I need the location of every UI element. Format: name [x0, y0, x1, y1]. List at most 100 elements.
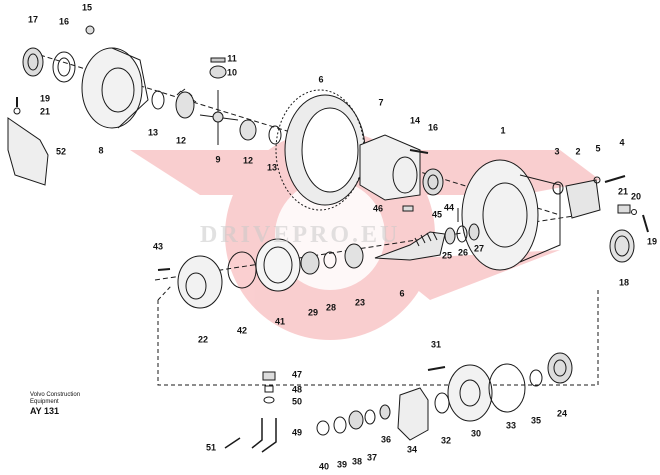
callout-p42: 42 [236, 325, 248, 336]
callout-p36: 36 [380, 434, 392, 445]
callout-p11: 11 [227, 53, 237, 64]
callout-p18: 18 [618, 277, 630, 288]
part-19-bolt [642, 214, 649, 233]
callout-p35: 35 [530, 415, 542, 426]
part-33-o-ring [488, 363, 526, 413]
part-15-plug [85, 25, 95, 35]
part-27-bearing [468, 223, 480, 241]
callout-p44: 44 [443, 202, 455, 213]
callout-p2: 2 [575, 146, 581, 157]
part-38-seal [348, 410, 364, 430]
callout-p30: 30 [470, 428, 482, 439]
callout-p21a: 21 [39, 106, 51, 117]
callout-p19b: 19 [646, 236, 658, 247]
part-31-bolt [427, 366, 446, 371]
callout-p3: 3 [554, 146, 560, 157]
callout-p47: 47 [291, 369, 303, 380]
callout-p7: 7 [378, 97, 384, 108]
callout-p39: 39 [336, 459, 348, 470]
part-13-thrust-washer [151, 90, 165, 110]
caption-line-1: Volvo Construction [30, 392, 81, 398]
part-49-elbow-pipe [251, 418, 277, 453]
callout-p13a: 13 [147, 127, 159, 138]
part-13-washer [268, 125, 282, 145]
callout-p13b: 13 [266, 162, 278, 173]
callout-p19a: 19 [39, 93, 51, 104]
part-39-washer [333, 416, 347, 434]
callout-p16b: 16 [427, 122, 439, 133]
callout-p6a: 6 [318, 74, 324, 85]
callout-p17: 17 [27, 14, 39, 25]
part-37-bushing [364, 409, 376, 425]
part-8-differential-half-case [81, 47, 149, 129]
part-41-gasket [255, 238, 301, 292]
part-34-housing [397, 387, 429, 441]
callout-p5: 5 [595, 143, 601, 154]
part-14-bolt [409, 149, 429, 154]
watermark-text: DRIVEPRO.EU [200, 222, 401, 248]
callout-p49: 49 [291, 427, 303, 438]
part-48-fitting [264, 385, 274, 393]
callout-p10: 10 [226, 67, 238, 78]
part-51-hose-clip [224, 437, 241, 449]
part-1-carrier-housing [461, 159, 561, 271]
callout-p45: 45 [431, 209, 443, 220]
part-16-bearing [422, 168, 444, 196]
callout-p43: 43 [152, 241, 164, 252]
part-12-planet-pinion [239, 119, 257, 141]
callout-p38: 38 [351, 456, 363, 467]
callout-p34: 34 [406, 444, 418, 455]
part-43-bolt [157, 268, 171, 271]
part-4-bolt [604, 175, 626, 183]
part-6-crown-wheel [275, 89, 366, 211]
part-7-differential-case [359, 134, 421, 201]
part-9-spider-cross [199, 90, 239, 145]
callout-p46: 46 [372, 203, 384, 214]
diagram-caption: Volvo Construction Equipment AY 131 [30, 392, 80, 417]
part-23-bearing [344, 243, 364, 269]
part-2-bearing-cap [565, 179, 601, 219]
part-46-clip [402, 205, 414, 212]
part-17-bearing [22, 47, 44, 77]
part-35-washer [529, 369, 543, 387]
part-12-side-gear [175, 88, 197, 119]
part-3-sleeve [552, 181, 564, 195]
callout-p14: 14 [409, 115, 421, 126]
callout-p25: 25 [441, 250, 453, 261]
callout-p29: 29 [307, 307, 319, 318]
part-24-seal [547, 352, 573, 384]
pinion-group-frame [157, 290, 599, 386]
pinion-group-frame-end [157, 284, 173, 301]
callout-p9: 9 [215, 154, 221, 165]
part-32-bearing [434, 392, 450, 414]
part-47-cap [262, 371, 276, 381]
callout-p21b: 21 [617, 186, 629, 197]
part-29-bearing-cup [300, 251, 320, 275]
callout-p48: 48 [291, 384, 303, 395]
callout-p50: 50 [291, 396, 303, 407]
callout-p16a: 16 [58, 16, 70, 27]
part-5-washer [593, 176, 601, 184]
part-36-ring [379, 404, 391, 420]
callout-p22: 22 [197, 334, 209, 345]
callout-p24: 24 [556, 408, 568, 419]
callout-p12a: 12 [175, 135, 187, 146]
part-30-flange-cover [447, 364, 493, 422]
callout-p28: 28 [325, 302, 337, 313]
part-25-spacer [444, 227, 456, 245]
caption-line-2: Equipment [30, 399, 59, 405]
part-21-washer [13, 107, 21, 115]
part-18-adjusting-nut [609, 229, 635, 263]
part-26-shim [456, 225, 468, 243]
callout-p12b: 12 [242, 155, 254, 166]
part-20-bolt [631, 209, 637, 215]
callout-p37: 37 [366, 452, 378, 463]
part-22-pinion-flange [177, 255, 223, 309]
part-16-bearing-cup [52, 51, 76, 83]
callout-p31: 31 [430, 339, 442, 350]
part-50-seal [263, 396, 275, 404]
callout-p52: 52 [55, 146, 67, 157]
callout-p40: 40 [318, 461, 330, 472]
callout-p26: 26 [457, 247, 469, 258]
